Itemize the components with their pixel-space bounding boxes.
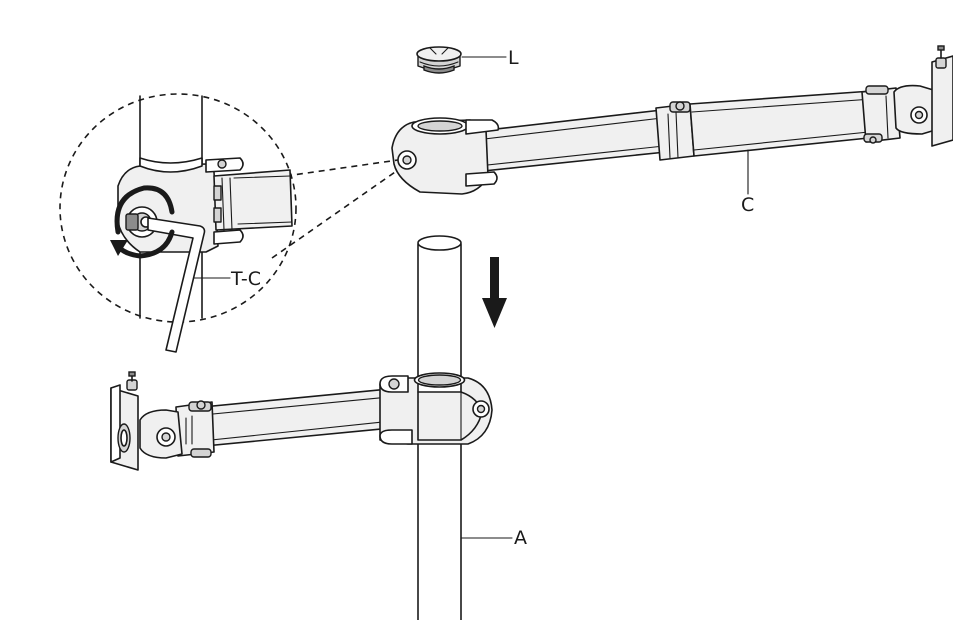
- label-cap: L: [508, 47, 519, 69]
- cap-part: [416, 46, 462, 74]
- lower-arm-assembly: [110, 371, 493, 471]
- rotate-clockwise-icon: [110, 185, 175, 259]
- upper-arm-assembly: [391, 45, 953, 195]
- detail-callout: [59, 93, 399, 353]
- label-pole: A: [514, 527, 527, 549]
- label-arm: C: [741, 194, 754, 216]
- arrow-down-icon: [482, 257, 507, 328]
- leader-lines: [193, 56, 749, 539]
- label-tool: T-C: [230, 268, 261, 290]
